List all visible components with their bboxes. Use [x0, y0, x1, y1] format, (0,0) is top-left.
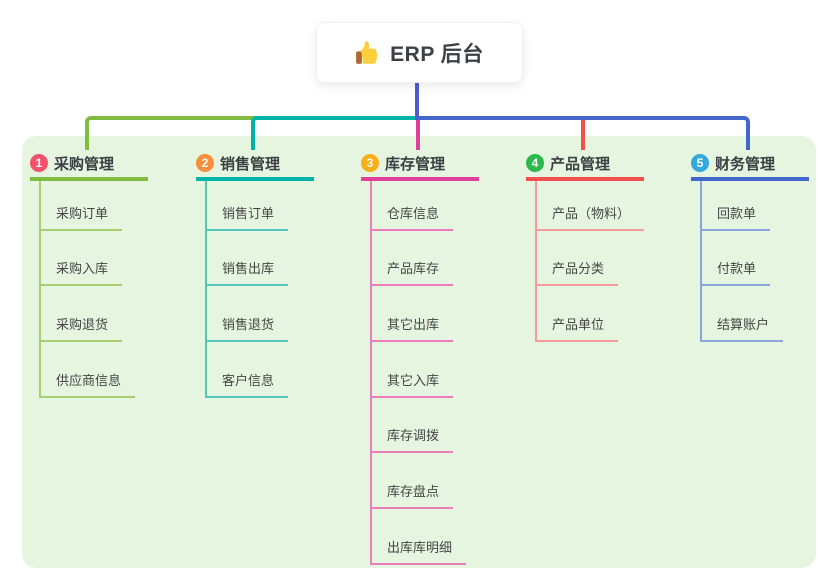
child-node[interactable]: 其它入库: [370, 372, 454, 398]
child-node[interactable]: 产品（物料）: [535, 205, 645, 231]
child-node[interactable]: 供应商信息: [39, 372, 136, 398]
branch-title-4[interactable]: 4 产品管理: [526, 149, 644, 181]
child-node[interactable]: 销售退货: [205, 316, 289, 342]
branch-trunk-line: [39, 181, 41, 398]
branch-number-badge: 3: [361, 154, 379, 172]
connector-branch-2: [251, 116, 419, 150]
branch-title-label: 库存管理: [385, 155, 446, 173]
connector-branch-5: [415, 116, 750, 150]
child-node[interactable]: 其它出库: [370, 316, 454, 342]
connector-branch-4: [581, 119, 585, 150]
connector-branch-1: [85, 116, 257, 150]
child-node[interactable]: 出库库明细: [370, 539, 467, 565]
child-node[interactable]: 采购退货: [39, 316, 123, 342]
child-node[interactable]: 采购入库: [39, 260, 123, 286]
branch-number-badge: 1: [30, 154, 48, 172]
branch-title-label: 财务管理: [715, 155, 776, 173]
child-node[interactable]: 产品单位: [535, 316, 619, 342]
branch-trunk-line: [370, 181, 372, 565]
child-node[interactable]: 仓库信息: [370, 205, 454, 231]
child-node[interactable]: 库存盘点: [370, 483, 454, 509]
thumbs-up-icon: [355, 40, 381, 66]
branch-title-5[interactable]: 5 财务管理: [691, 149, 809, 181]
branch-title-label: 采购管理: [54, 155, 115, 173]
child-node[interactable]: 结算账户: [700, 316, 784, 342]
branch-trunk-line: [700, 181, 702, 342]
branch-title-3[interactable]: 3 库存管理: [361, 149, 479, 181]
child-node[interactable]: 采购订单: [39, 205, 123, 231]
branch-title-label: 产品管理: [550, 155, 611, 173]
child-node[interactable]: 付款单: [700, 260, 771, 286]
child-node[interactable]: 客户信息: [205, 372, 289, 398]
branch-trunk-line: [535, 181, 537, 342]
child-node[interactable]: 销售订单: [205, 205, 289, 231]
root-node[interactable]: ERP 后台: [316, 22, 523, 83]
branch-number-badge: 2: [196, 154, 214, 172]
child-node[interactable]: 产品分类: [535, 260, 619, 286]
branch-title-2[interactable]: 2 销售管理: [196, 149, 314, 181]
child-node[interactable]: 销售出库: [205, 260, 289, 286]
branch-number-badge: 5: [691, 154, 709, 172]
root-node-label: ERP 后台: [390, 42, 484, 66]
branch-number-badge: 4: [526, 154, 544, 172]
branch-title-label: 销售管理: [220, 155, 281, 173]
branch-trunk-line: [205, 181, 207, 398]
branch-title-1[interactable]: 1 采购管理: [30, 149, 148, 181]
child-node[interactable]: 库存调拨: [370, 427, 454, 453]
child-node[interactable]: 回款单: [700, 205, 771, 231]
child-node[interactable]: 产品库存: [370, 260, 454, 286]
connector-branch-3: [416, 116, 420, 150]
root-stem-line: [415, 83, 419, 120]
branches-panel: [22, 136, 816, 568]
